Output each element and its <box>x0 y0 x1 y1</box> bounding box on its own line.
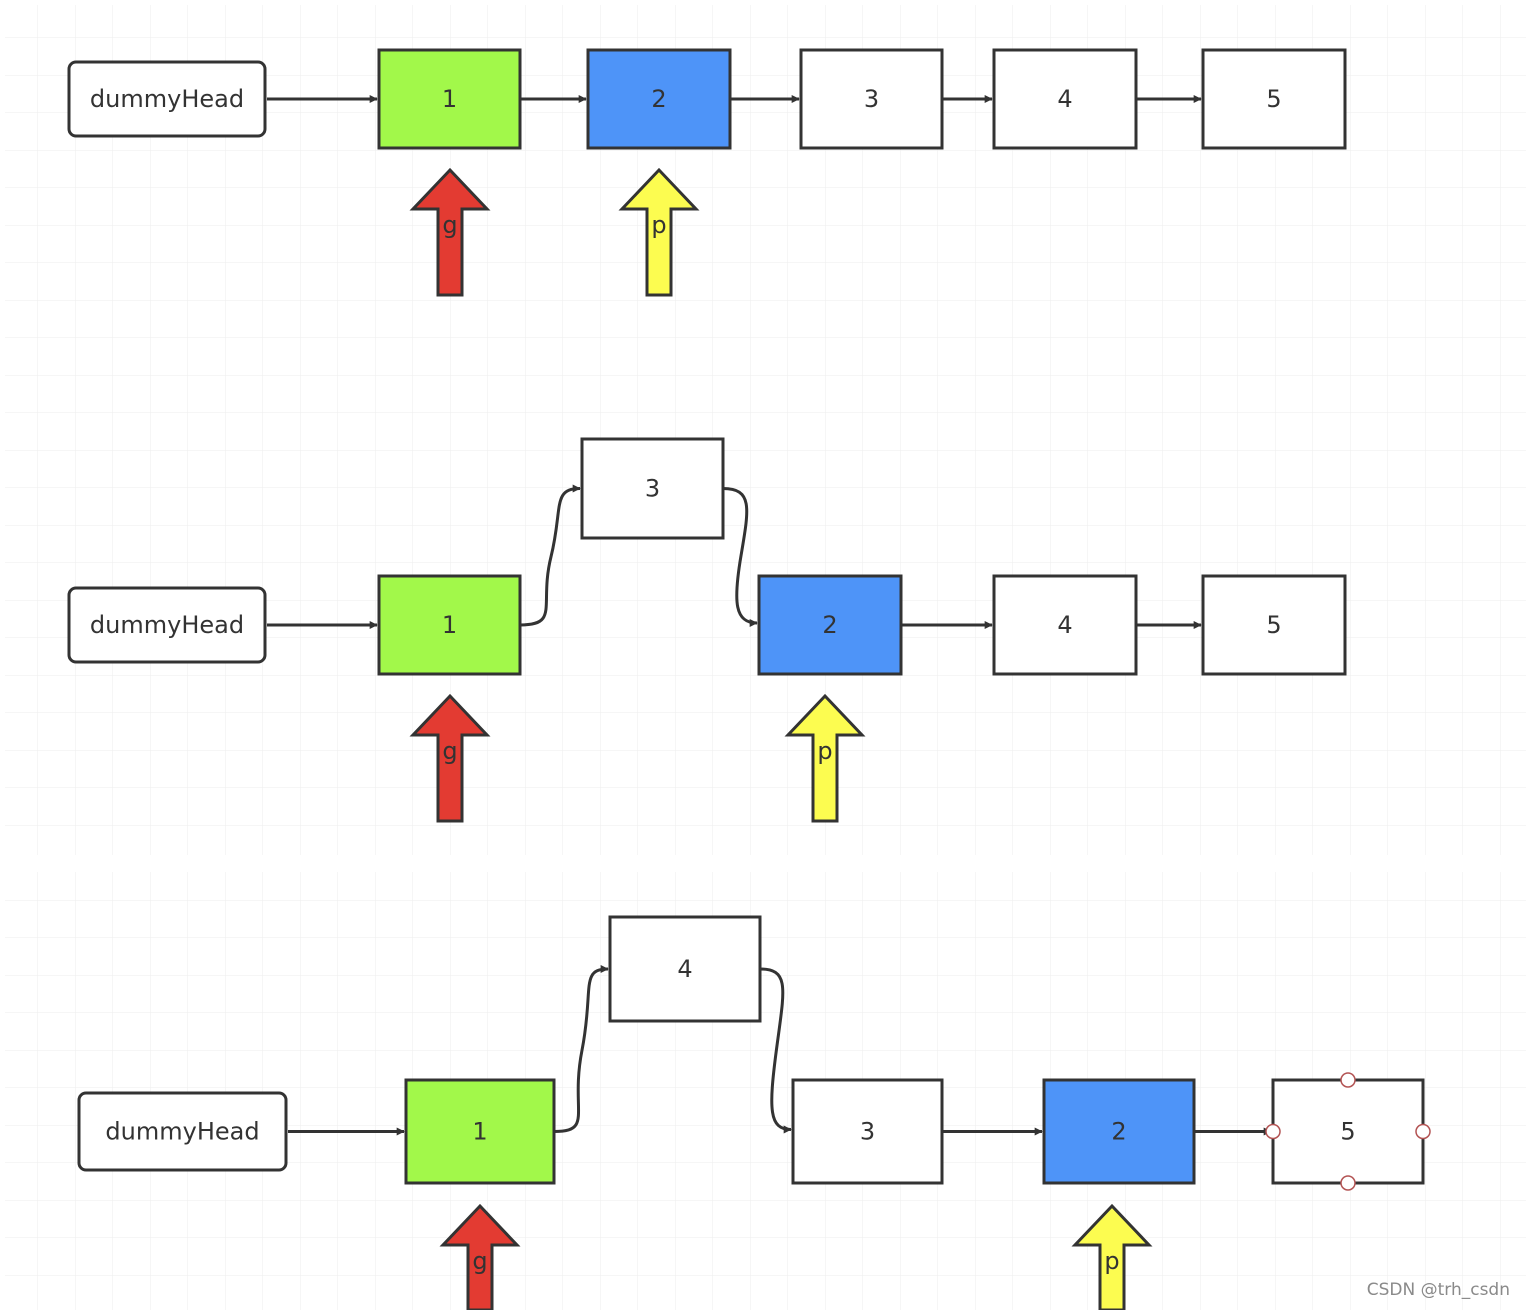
node-1-box <box>377 574 522 676</box>
dummy-head-label: dummyHead <box>105 1118 259 1146</box>
pointer-g-arrow <box>409 167 491 297</box>
node-5-label: 5 <box>1266 85 1281 113</box>
pointer-p-arrow <box>784 693 866 823</box>
pointer-g-label: g <box>442 211 457 239</box>
dummy-head-box <box>67 586 267 664</box>
node-1-label: 1 <box>472 1118 487 1146</box>
node-1-label: 1 <box>442 611 457 639</box>
node-5-label: 5 <box>1266 611 1281 639</box>
panel-2: dummyHead 1 3 2 4 5 g p <box>5 355 1526 855</box>
node-4-label: 4 <box>1057 611 1072 639</box>
watermark: CSDN @trh_csdn <box>1366 1280 1510 1300</box>
dummy-head-box <box>77 1091 288 1172</box>
node-2-label: 2 <box>822 611 837 639</box>
node-3-box <box>580 437 725 540</box>
selection-handle <box>1415 1123 1431 1140</box>
dummy-head-label: dummyHead <box>90 85 244 113</box>
pointer-p-label: p <box>817 737 832 765</box>
pointer-g-arrow <box>439 1203 521 1310</box>
curved-link-arrow <box>722 487 758 627</box>
node-3-label: 3 <box>864 85 879 113</box>
panel-1: dummyHead 1 2 3 4 5 g p <box>5 5 1526 355</box>
pointer-g-label: g <box>442 737 457 765</box>
pointer-p-arrow <box>618 167 700 297</box>
node-5-box <box>1201 574 1347 676</box>
pointer-g-label: g <box>472 1247 487 1275</box>
node-5-box <box>1201 48 1347 150</box>
node-5-label: 5 <box>1340 1118 1355 1146</box>
node-1-box <box>404 1078 556 1185</box>
node-4-label: 4 <box>1057 85 1072 113</box>
node-3-box <box>791 1078 944 1185</box>
node-3-box <box>799 48 944 150</box>
selection-handle <box>1340 1072 1356 1088</box>
node-3-label: 3 <box>860 1118 875 1146</box>
dummy-head-label: dummyHead <box>90 611 244 639</box>
selection-handle <box>1265 1123 1281 1140</box>
pointer-p-label: p <box>651 211 666 239</box>
node-2-box <box>586 48 732 150</box>
node-4-box <box>608 915 762 1023</box>
pointer-g-arrow <box>409 693 491 823</box>
node-1-box <box>377 48 522 150</box>
selection-handle <box>1340 1175 1356 1191</box>
curved-link-arrow <box>519 484 581 627</box>
pointer-p-label: p <box>1104 1247 1119 1275</box>
panel-3: dummyHead 1 4 3 2 5 g p <box>5 872 1526 1310</box>
node-1-label: 1 <box>442 85 457 113</box>
node-5-box <box>1271 1078 1425 1185</box>
node-2-label: 2 <box>651 85 666 113</box>
node-3-label: 3 <box>645 475 660 503</box>
node-2-box <box>1042 1078 1196 1185</box>
curved-link-arrow <box>759 967 792 1134</box>
node-2-box <box>757 574 903 676</box>
node-4-box <box>992 574 1138 676</box>
pointer-p-arrow <box>1071 1203 1153 1310</box>
node-4-label: 4 <box>677 955 692 983</box>
curved-link-arrow <box>553 965 609 1133</box>
node-4-box <box>992 48 1138 150</box>
dummy-head-box <box>67 60 267 138</box>
node-2-label: 2 <box>1111 1118 1126 1146</box>
